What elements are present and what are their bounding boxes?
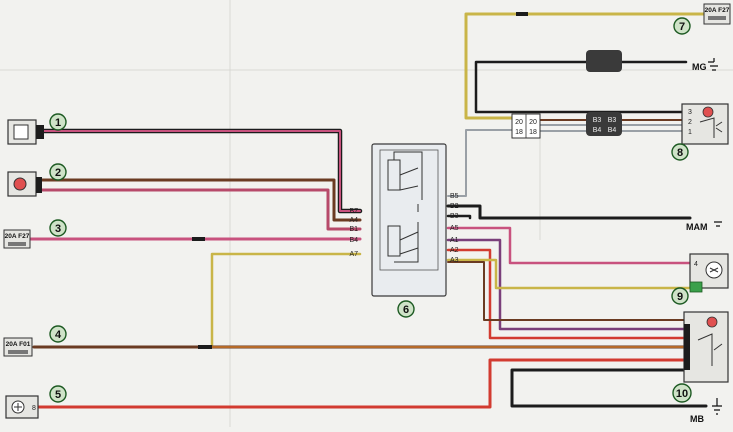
connector-b3: B3 B3 B4 B4 — [586, 112, 622, 136]
wire-mg-black — [474, 60, 688, 114]
component-5-lamp: 8 — [5, 395, 39, 419]
callout-2: 2 — [49, 163, 67, 181]
svg-text:8: 8 — [677, 147, 683, 159]
svg-text:3: 3 — [688, 109, 692, 116]
svg-text:4: 4 — [694, 261, 698, 268]
svg-text:5: 5 — [55, 389, 61, 401]
component-9-motor: 4 — [689, 253, 729, 293]
svg-text:20: 20 — [515, 119, 523, 126]
svg-text:B2: B2 — [450, 203, 459, 210]
callout-7: 7 — [673, 17, 691, 35]
svg-text:2: 2 — [55, 167, 61, 179]
component-1-switch — [7, 119, 44, 145]
wire-a3-brown — [447, 261, 691, 321]
wires — [28, 12, 708, 409]
svg-text:20: 20 — [529, 119, 537, 126]
component-4-fuse: 20A F01 — [3, 337, 33, 357]
svg-text:A3: A3 — [450, 257, 459, 264]
wire-a7-yellow — [210, 252, 362, 348]
wire-5-red — [36, 358, 692, 409]
callout-9: 9 — [671, 287, 689, 305]
connector-18-20: 20 20 18 18 — [511, 113, 541, 139]
callout-1: 1 — [49, 113, 67, 131]
component-8-relay: 3 2 1 — [681, 103, 729, 145]
ground-mg: MG — [692, 58, 718, 72]
svg-text:B5: B5 — [450, 193, 459, 200]
callout-8: 8 — [671, 143, 689, 161]
component-5-pin: 8 — [32, 405, 36, 412]
wire-b5-gray — [447, 129, 513, 197]
svg-text:B3: B3 — [450, 213, 459, 220]
component-10-switch-assembly — [683, 311, 729, 383]
svg-text:B3: B3 — [608, 117, 617, 124]
svg-text:A2: A2 — [450, 247, 459, 254]
svg-text:18: 18 — [515, 129, 523, 136]
svg-text:18: 18 — [529, 129, 537, 136]
wire-b2-black — [446, 204, 692, 220]
svg-text:3: 3 — [55, 223, 61, 235]
wire-7-yellow — [464, 12, 708, 120]
callout-5: 5 — [49, 385, 67, 403]
svg-text:1: 1 — [55, 117, 61, 129]
wire-a1-violet — [446, 238, 692, 331]
wire-1-to-b7-inner — [43, 130, 361, 212]
component-7-fuse: 20A F27 — [703, 3, 731, 25]
callout-3: 3 — [49, 219, 67, 237]
fuse-f27-left-label: 20A F27 — [5, 233, 30, 240]
callout-4: 4 — [49, 325, 67, 343]
svg-text:2: 2 — [688, 119, 692, 126]
svg-text:10: 10 — [676, 388, 688, 400]
svg-text:MB: MB — [690, 414, 704, 424]
callout-10: 10 — [672, 383, 692, 403]
svg-text:6: 6 — [403, 304, 409, 316]
fuse-f27-top-label: 20A F27 — [705, 7, 730, 14]
svg-text:A1: A1 — [450, 237, 459, 244]
svg-text:1: 1 — [688, 129, 692, 136]
svg-text:B4: B4 — [593, 127, 602, 134]
component-6-relay-block: B7 A4 B1 B4 A7 B5 B2 B3 A5 A1 A2 A3 — [349, 143, 459, 297]
connector-mg-inline — [586, 50, 622, 72]
wire-1-to-b7 — [41, 128, 363, 214]
wire-mb-black — [510, 368, 708, 408]
svg-text:MG: MG — [692, 62, 707, 72]
svg-text:7: 7 — [679, 21, 685, 33]
wire-b3-black — [446, 214, 472, 220]
svg-text:B4: B4 — [608, 127, 617, 134]
wire-2-to-a4 — [38, 178, 362, 222]
wire-a2-red — [446, 248, 692, 340]
wire-a5-pink — [446, 226, 692, 265]
svg-text:B3: B3 — [593, 117, 602, 124]
wire-a3-yellow — [446, 258, 692, 290]
component-3-fuse: 20A F27 — [3, 229, 31, 249]
fuse-f01-label: 20A F01 — [6, 341, 31, 348]
ground-mam: MAM — [686, 221, 722, 232]
svg-text:B4: B4 — [349, 237, 358, 244]
svg-text:4: 4 — [55, 329, 62, 341]
callout-6: 6 — [397, 300, 415, 318]
ground-mb: MB — [690, 398, 722, 424]
component-2-motor — [7, 171, 42, 197]
svg-text:A4: A4 — [349, 217, 358, 224]
svg-text:A7: A7 — [349, 251, 358, 258]
svg-text:B1: B1 — [349, 226, 358, 233]
svg-text:A5: A5 — [450, 225, 459, 232]
svg-text:B7: B7 — [349, 208, 358, 215]
svg-text:9: 9 — [677, 291, 683, 303]
wire-2-to-b1 — [38, 188, 362, 231]
svg-text:MAM: MAM — [686, 222, 708, 232]
